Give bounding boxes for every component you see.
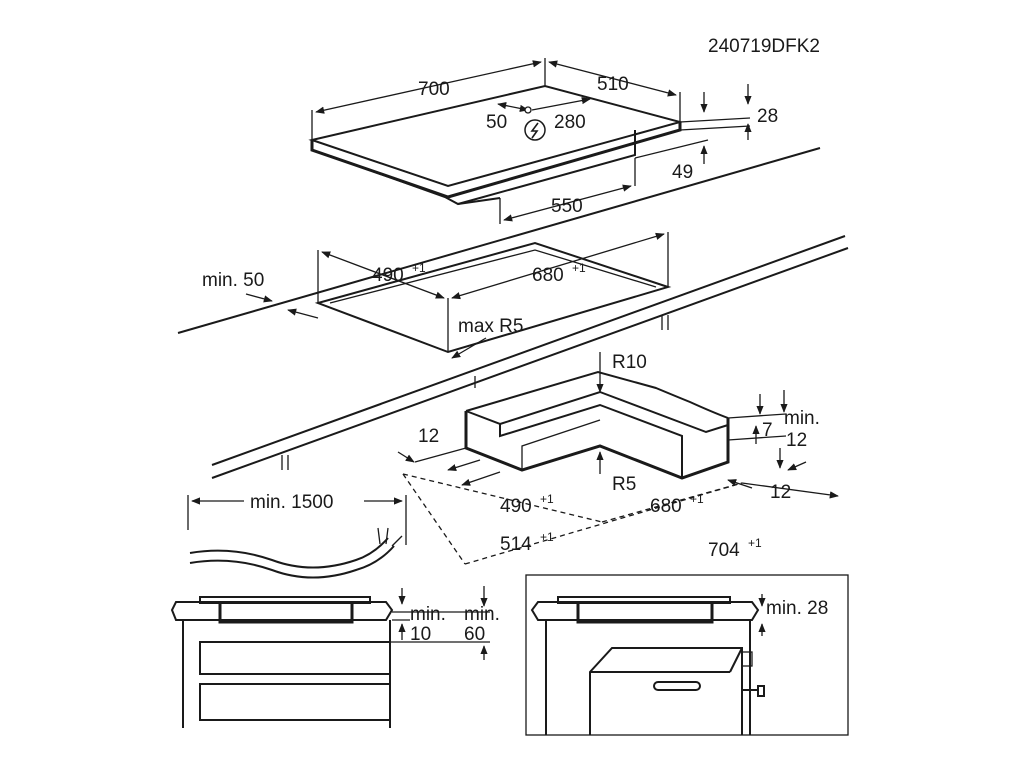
drawer-min-label-1: min. bbox=[410, 604, 446, 625]
frame-min-label: min. bbox=[784, 408, 820, 429]
edge-distance-label: min. 50 bbox=[202, 270, 264, 291]
hob-width-label: 700 bbox=[418, 79, 450, 100]
drawer-install-drawing bbox=[170, 586, 490, 728]
frame-strip-width-label: 12 bbox=[418, 426, 439, 447]
frame-min-value: 12 bbox=[786, 430, 807, 451]
hob-drawing bbox=[308, 58, 752, 224]
frame-height-label: 7 bbox=[762, 420, 773, 441]
frame-inner-depth-label: 490 bbox=[500, 496, 532, 517]
inner-radius-label: R5 bbox=[612, 474, 636, 495]
frame-right-width-label: 12 bbox=[770, 482, 791, 503]
frame-inner-depth-tolerance: +1 bbox=[540, 492, 554, 506]
corner-radius-label: max R5 bbox=[458, 316, 523, 337]
cutout-width-label: 680 bbox=[532, 265, 564, 286]
document-id: 240719DFK2 bbox=[708, 36, 820, 57]
frame-outer-width-tolerance: +1 bbox=[748, 536, 762, 550]
frame-inner-width-tolerance: +1 bbox=[690, 492, 704, 506]
cable-length-label: min. 1500 bbox=[250, 492, 333, 513]
hob-depth-label: 510 bbox=[597, 74, 629, 95]
outer-radius-label: R10 bbox=[612, 352, 647, 373]
worktop-cutout-drawing bbox=[177, 147, 849, 479]
cable-offset-label: 50 bbox=[486, 112, 507, 133]
oven-install-drawing bbox=[525, 574, 849, 736]
sealing-frame-drawing bbox=[397, 352, 839, 565]
power-connection-icon bbox=[524, 119, 546, 141]
cutout-depth-tolerance: +1 bbox=[412, 261, 426, 275]
cutout-depth-label: 490 bbox=[372, 265, 404, 286]
hob-thickness-label: 28 bbox=[757, 106, 778, 127]
drawer-min-label-2: min. bbox=[464, 604, 500, 625]
cable-position-label: 280 bbox=[554, 112, 586, 133]
hob-body-height-label: 49 bbox=[672, 162, 693, 183]
frame-inner-width-label: 680 bbox=[650, 496, 682, 517]
oven-clearance-label: min. 28 bbox=[766, 598, 828, 619]
hob-body-depth-label: 550 bbox=[551, 196, 583, 217]
drawer-clearance-10: 10 bbox=[410, 624, 431, 645]
drawer-clearance-60: 60 bbox=[464, 624, 485, 645]
frame-outer-width-label: 704 bbox=[708, 540, 740, 561]
cutout-width-tolerance: +1 bbox=[572, 261, 586, 275]
frame-outer-depth-tolerance: +1 bbox=[540, 530, 554, 544]
cable-drawing bbox=[187, 495, 407, 579]
frame-outer-depth-label: 514 bbox=[500, 534, 532, 555]
